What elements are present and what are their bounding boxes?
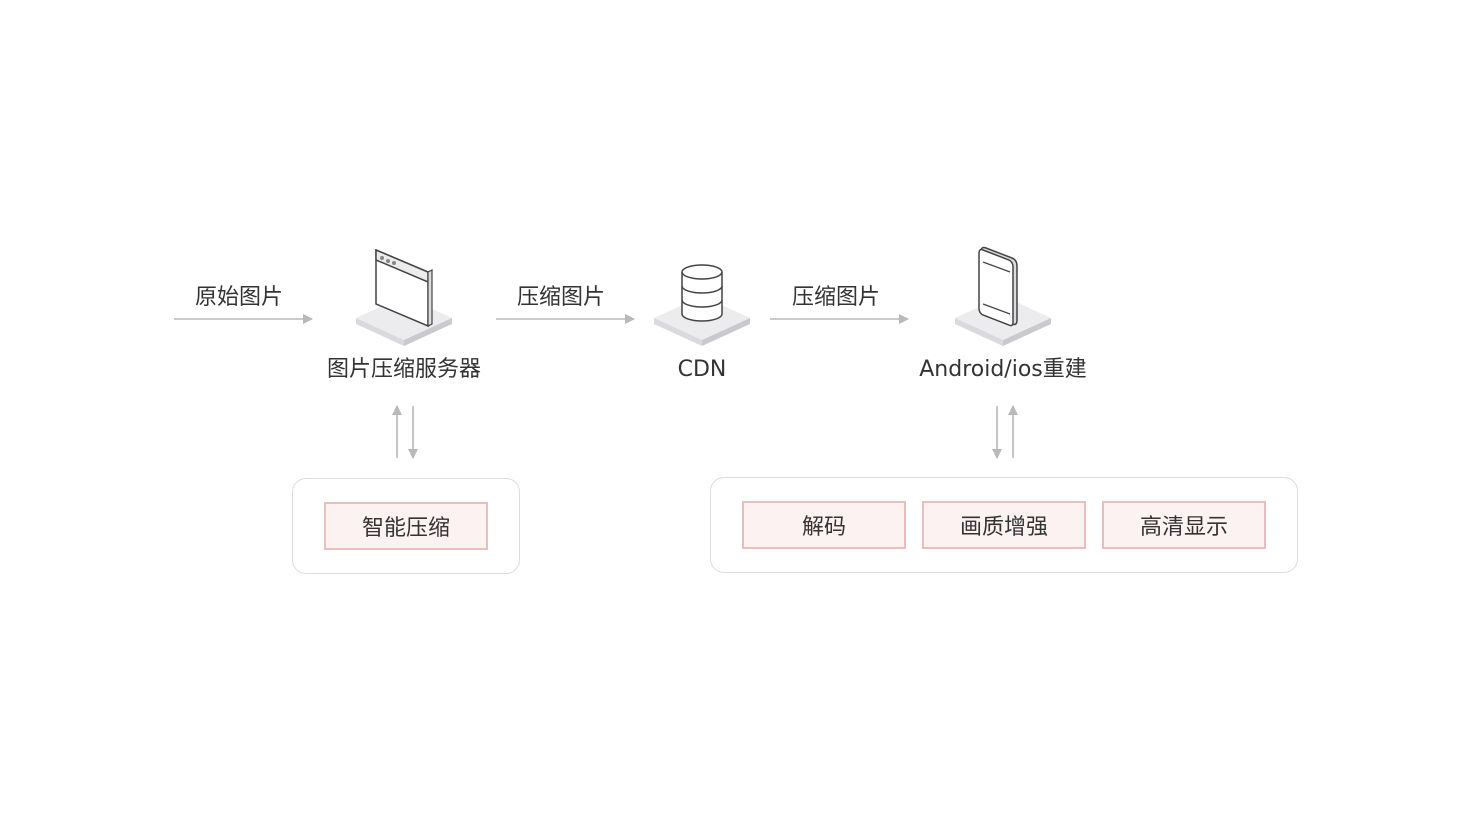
client-node xyxy=(955,246,1051,346)
client-feature-arrows xyxy=(992,405,1018,459)
server-feature-arrows xyxy=(392,405,418,459)
cdn-label: CDN xyxy=(677,357,727,382)
cdn-node xyxy=(654,264,750,346)
server-label: 图片压缩服务器 xyxy=(326,357,482,382)
edge-label-compressed: 压缩图片 xyxy=(516,285,606,310)
server-feature-group: 智能压缩 xyxy=(292,478,520,574)
phone-icon xyxy=(978,246,1018,327)
server-node xyxy=(356,248,452,346)
database-icon xyxy=(681,264,723,322)
client-label: Android/ios重建 xyxy=(919,357,1087,382)
feature-quality-enhance: 画质增强 xyxy=(922,501,1086,549)
feature-decode: 解码 xyxy=(742,501,906,549)
feature-hd-display: 高清显示 xyxy=(1102,501,1266,549)
input-label: 原始图片 xyxy=(194,285,284,310)
edge-label-compressed-2: 压缩图片 xyxy=(791,285,881,310)
server-window-icon xyxy=(375,248,433,328)
feature-smart-compression: 智能压缩 xyxy=(324,502,488,550)
client-feature-group: 解码 画质增强 高清显示 xyxy=(710,477,1298,573)
